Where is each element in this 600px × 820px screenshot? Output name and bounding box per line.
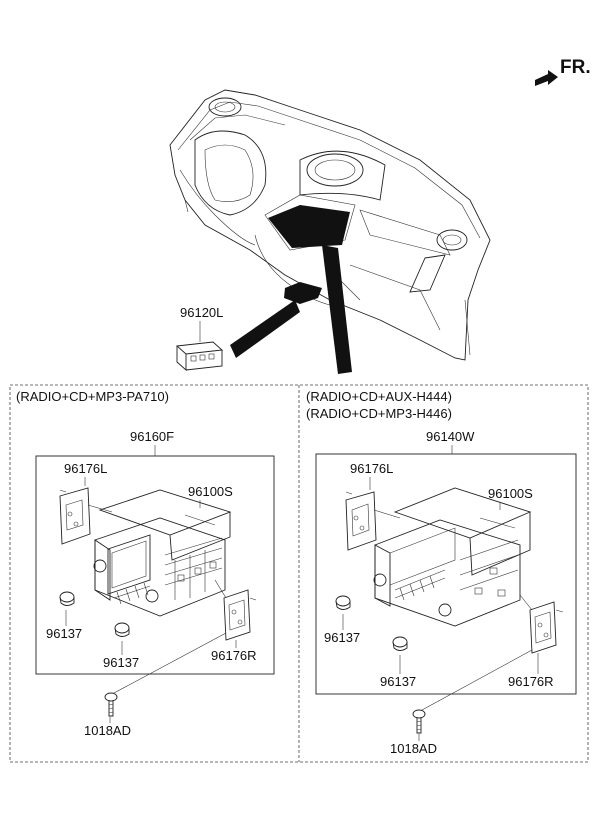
right-variant-panel: (RADIO+CD+AUX-H444) (RADIO+CD+MP3-H446) … [306, 389, 577, 756]
left-knob-lower-part [114, 622, 130, 637]
right-bracket-left-part [345, 491, 401, 551]
right-assembly-box [315, 453, 577, 695]
left-screw-part [104, 692, 118, 717]
right-knob-lower-part [392, 636, 408, 651]
auxiliary-jack-part: 96120L [175, 305, 223, 372]
variants-frame [9, 384, 589, 763]
right-radio-unit [373, 487, 532, 627]
right-screw-part [412, 709, 426, 734]
left-unit-label: 96100S [188, 484, 233, 499]
left-bracket-left-label: 96176L [64, 461, 107, 476]
right-assembly-label: 96140W [426, 429, 475, 444]
left-radio-unit [93, 489, 232, 617]
right-screw-label: 1018AD [390, 741, 437, 756]
right-knob-upper-part [335, 595, 351, 610]
right-knob-lower-label: 96137 [380, 674, 416, 689]
dashboard-illustration [169, 89, 491, 374]
right-variant-header-line2: (RADIO+CD+MP3-H446) [306, 406, 452, 421]
left-knob-upper-part [59, 591, 75, 606]
left-variant-header: (RADIO+CD+MP3-PA710) [16, 389, 169, 404]
left-bracket-left-part [59, 487, 113, 545]
front-direction-indicator: FR. [535, 57, 591, 86]
left-variant-panel: (RADIO+CD+MP3-PA710) 96160F 96176L 96100… [16, 389, 275, 738]
right-knob-upper-label: 96137 [324, 630, 360, 645]
left-assembly-label: 96160F [130, 429, 174, 444]
left-screw-label: 1018AD [84, 723, 131, 738]
right-bracket-left-label: 96176L [350, 461, 393, 476]
right-bracket-right-label: 96176R [508, 674, 554, 689]
left-bracket-right-part [214, 579, 257, 641]
front-label: FR. [560, 57, 591, 78]
part-label-96120l: 96120L [180, 305, 223, 320]
right-unit-label: 96100S [488, 486, 533, 501]
left-assembly-box [35, 455, 275, 675]
right-variant-header-line1: (RADIO+CD+AUX-H444) [306, 389, 452, 404]
left-bracket-right-label: 96176R [211, 648, 257, 663]
right-bracket-right-part [519, 594, 564, 654]
left-knob-lower-label: 96137 [103, 655, 139, 670]
front-arrow-icon [535, 70, 558, 86]
left-knob-upper-label: 96137 [46, 626, 82, 641]
